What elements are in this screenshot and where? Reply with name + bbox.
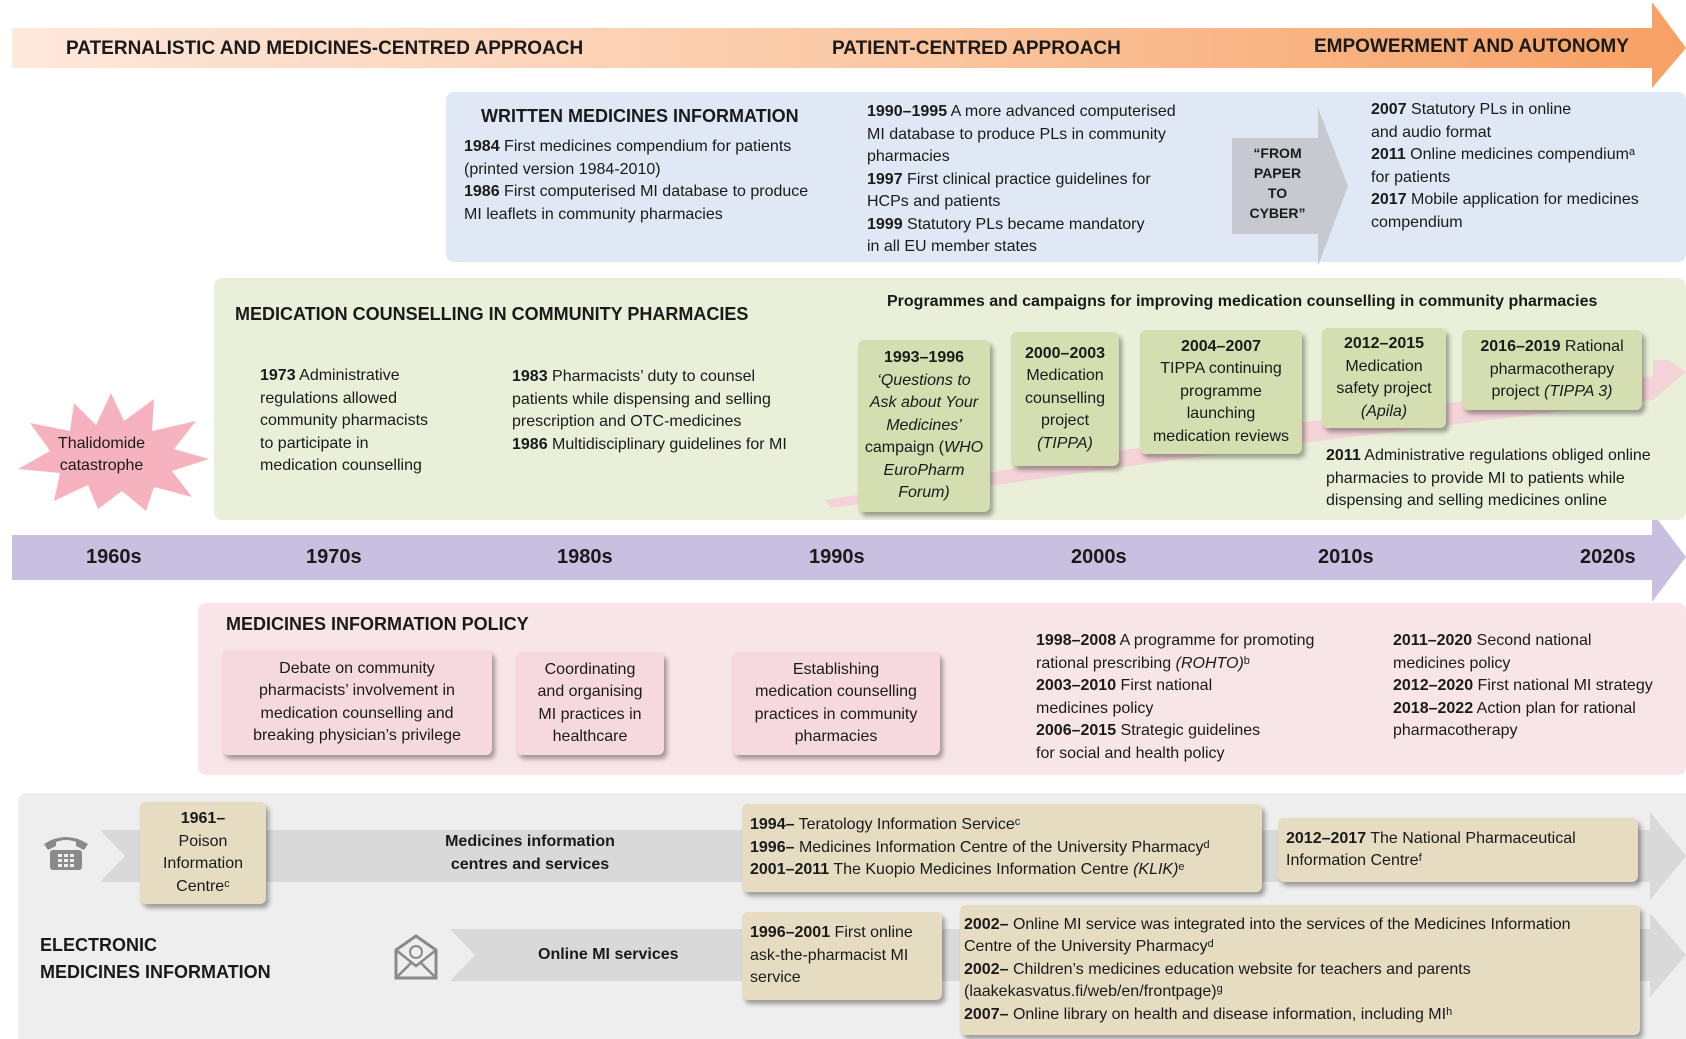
written-mi-col3: 2007 Statutory PLs in online and audio f… <box>1371 101 1639 231</box>
national-centre-box: 2012–2017 The National Pharmaceutical In… <box>1278 818 1638 882</box>
policy-col2: 2011–2020 Second national medicines poli… <box>1393 632 1653 739</box>
approach-paternalistic: PATERNALISTIC AND MEDICINES-CENTRED APPR… <box>66 38 584 59</box>
online-services-box: 2002– Online MI service was integrated i… <box>960 905 1640 1035</box>
programme-2016: 2016–2019 Rational pharmacotherapy proje… <box>1462 330 1642 410</box>
counselling-2011: 2011 Administrative regulations obliged … <box>1326 447 1651 509</box>
approach-empowerment: EMPOWERMENT AND AUTONOMY <box>1314 36 1629 57</box>
centres-box: 1994– Teratology Information Serviceᶜ 19… <box>742 804 1262 892</box>
policy-title: MEDICINES INFORMATION POLICY <box>226 614 529 634</box>
decade-1980s: 1980s <box>557 546 613 568</box>
decade-1970s: 1970s <box>306 546 362 568</box>
written-mi-col1: 1984 First medicines compendium for pati… <box>464 138 809 223</box>
thalidomide-burst <box>18 393 209 511</box>
telephone-icon <box>44 837 88 870</box>
decade-2000s: 2000s <box>1071 546 1127 568</box>
programme-2004: 2004–2007 TIPPA continuing programme lau… <box>1140 330 1302 454</box>
programme-2012: 2012–2015 Medication safety project (Api… <box>1322 328 1446 428</box>
decade-1960s: 1960s <box>86 546 142 568</box>
policy-col1: 1998–2008 A programme for promoting rati… <box>1036 632 1315 762</box>
written-mi-col2: 1990–1995 A more advanced computerised M… <box>867 103 1176 255</box>
decade-2010s: 2010s <box>1318 546 1374 568</box>
decade-1990s: 1990s <box>809 546 865 568</box>
counselling-1973: 1973 Administrative regulations allowed … <box>260 367 429 474</box>
programmes-title: Programmes and campaigns for improving m… <box>887 293 1598 310</box>
counselling-title: MEDICATION COUNSELLING IN COMMUNITY PHAR… <box>235 304 749 324</box>
approach-patient-centred: PATIENT-CENTRED APPROACH <box>832 38 1121 59</box>
counselling-1983: 1983 Pharmacists’ duty to counsel patien… <box>512 368 787 453</box>
decade-2020s: 2020s <box>1580 546 1636 568</box>
timeline-arrow <box>12 512 1686 602</box>
written-mi-panel <box>446 92 1686 262</box>
email-icon <box>394 934 438 980</box>
written-mi-title: WRITTEN MEDICINES INFORMATION <box>481 106 799 126</box>
approach-arrow <box>12 2 1686 88</box>
programme-2000: 2000–2003 Medication counselling project… <box>1011 332 1119 466</box>
programme-1993: 1993–1996 ‘Questions to Ask about Your M… <box>858 340 990 512</box>
online-label: Online MI services <box>538 946 679 963</box>
paper-to-cyber-arrow <box>1232 108 1348 266</box>
ask-pharmacist-box: 1996–2001 First online ask-the-pharmacis… <box>742 912 942 1000</box>
